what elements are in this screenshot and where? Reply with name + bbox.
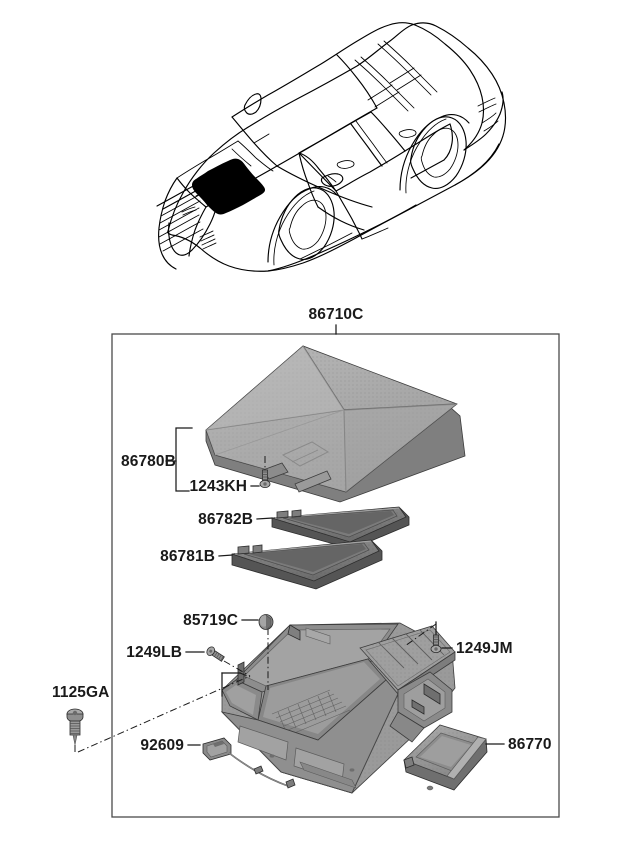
part-1249lb-screw [206,646,251,697]
part-1243kh-screw [259,456,271,488]
label-group-86780b: 86780B [121,427,193,492]
part-1249jm-screw [404,621,442,654]
part-label-86710c: 86710C [309,306,364,323]
part-85719c-grommet [258,614,274,690]
part-label-86782b: 86782B [198,511,253,528]
part-luggage-box-housing [220,622,456,794]
vehicle-illustration [156,22,507,272]
leader-86782b [256,517,273,520]
part-86782b-tray [271,506,410,550]
part-label-86781b: 86781B [160,548,215,565]
part-label-1243kh: 1243KH [190,478,247,495]
part-86781b-tray [231,539,383,590]
part-label-1249lb: 1249LB [126,644,182,661]
part-1125ga-bolt [66,675,251,753]
part-86780b-cover [205,345,466,503]
part-label-92609: 92609 [140,737,184,754]
part-92609-lamp [202,737,296,789]
part-label-1125ga: 1125GA [52,684,109,701]
part-label-86770: 86770 [508,736,552,753]
leader-86781b [218,554,233,557]
part-86770-lid [403,724,488,791]
part-label-86780b: 86780B [121,453,176,470]
part-label-1249jm: 1249JM [456,640,513,657]
part-label-85719c: 85719C [183,612,238,629]
